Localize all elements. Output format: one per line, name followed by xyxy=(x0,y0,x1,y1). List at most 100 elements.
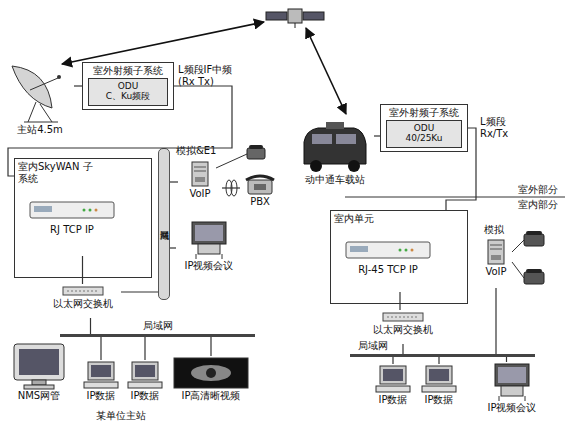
art-part xyxy=(24,385,54,389)
node-label: PBX xyxy=(250,196,270,207)
mon-icon xyxy=(6,342,72,390)
art-part xyxy=(387,317,417,318)
annotation-label: L频段IF中频 (Rx Tx) xyxy=(178,64,252,87)
node-label: RJ-45 TCP IP xyxy=(358,264,418,275)
ip-data-pc: IP数据 xyxy=(418,364,460,410)
art-part xyxy=(174,358,248,388)
pc-icon xyxy=(124,360,166,390)
art-part xyxy=(30,202,114,218)
sw-icon xyxy=(45,284,121,298)
art-part xyxy=(195,177,205,182)
art-part xyxy=(88,362,114,380)
node-label: VoIP xyxy=(485,266,506,277)
art-part xyxy=(195,225,223,241)
art-part xyxy=(249,145,263,149)
hd-video-screen: IP高清晰视频 xyxy=(170,356,252,406)
modem-device: RJ-45 TCP IP xyxy=(340,236,436,292)
art-part xyxy=(310,160,322,172)
pc-icon xyxy=(418,364,460,394)
vconf-icon xyxy=(479,362,545,402)
art-part xyxy=(194,167,206,168)
art-part xyxy=(231,180,237,196)
ip-data-pc: IP数据 xyxy=(124,360,166,406)
art-part xyxy=(192,222,226,244)
vconf-icon xyxy=(176,220,242,260)
art-part xyxy=(222,254,223,259)
annotation-label: 模拟&E1 xyxy=(176,145,236,157)
art-part xyxy=(194,171,206,172)
modem-icon xyxy=(24,196,120,224)
art-part xyxy=(348,160,360,172)
connector-line xyxy=(144,337,145,360)
art-part xyxy=(512,240,524,252)
connector-line xyxy=(402,344,403,354)
node-label: VoIP xyxy=(189,188,210,199)
art-part xyxy=(266,12,287,20)
art-part xyxy=(411,249,414,252)
ip-data-pc: IP数据 xyxy=(372,364,414,410)
connector-line xyxy=(222,187,240,188)
art-part xyxy=(192,162,208,186)
video-conference: IP视频会议 xyxy=(478,362,546,416)
satellite-link xyxy=(62,22,264,64)
pc-icon xyxy=(80,360,122,390)
art-part xyxy=(216,154,247,168)
art-part xyxy=(254,184,266,190)
connector-line xyxy=(74,85,82,86)
van-icon xyxy=(296,120,374,174)
phone-symbol xyxy=(512,231,544,284)
art-part xyxy=(198,244,220,254)
node-label: 以太网交换机 xyxy=(53,298,113,309)
art-part xyxy=(288,9,302,23)
art-part xyxy=(63,287,103,295)
art-part xyxy=(512,262,524,278)
art-part xyxy=(132,362,158,380)
art-part xyxy=(246,176,274,180)
dish-icon xyxy=(6,62,74,124)
art-part xyxy=(89,209,92,212)
connector-line xyxy=(399,292,400,310)
node-label: IP数据 xyxy=(87,390,116,401)
art-part xyxy=(91,365,111,377)
node-label: ODU xyxy=(414,124,435,134)
art-part xyxy=(491,255,501,260)
art-part xyxy=(83,209,86,212)
lan-bus: 局域网 xyxy=(350,354,535,357)
art-part xyxy=(30,78,58,90)
art-part xyxy=(405,249,408,252)
art-part xyxy=(350,246,368,252)
art-part xyxy=(526,231,542,235)
connector-line xyxy=(446,128,476,210)
art-part xyxy=(95,209,98,212)
voip-gateway: VoIP xyxy=(474,238,518,288)
art-part xyxy=(490,249,502,250)
art-part xyxy=(24,102,58,122)
node-label: 以太网交换机 xyxy=(373,324,433,335)
pbx-phone: PBX xyxy=(240,172,280,212)
node-label: IP数据 xyxy=(425,394,454,405)
art-part xyxy=(12,66,52,108)
art-part xyxy=(312,134,332,144)
art-part xyxy=(248,180,272,194)
connector-line xyxy=(100,337,101,360)
satellite-link xyxy=(306,28,346,114)
node-sublabel: 40/25Ku xyxy=(405,134,442,144)
art-part xyxy=(524,234,544,246)
art-part xyxy=(57,75,61,79)
nms-monitor: NMS网管 xyxy=(6,342,72,406)
node-label: IP视频会议 xyxy=(488,402,537,413)
art-part xyxy=(14,344,64,380)
connector-line xyxy=(506,357,507,362)
connector-line xyxy=(170,181,178,182)
connector-line xyxy=(82,256,83,284)
art-part xyxy=(495,364,529,386)
subsystem-box: 室外射频子系统ODUC、Ku频段 xyxy=(82,62,174,110)
ethernet-switch: 以太网交换机 xyxy=(364,310,442,344)
art-part xyxy=(336,134,356,144)
art-part xyxy=(346,242,430,258)
dish-antenna: 主站4.5m xyxy=(6,62,74,144)
phone-symbol xyxy=(216,145,265,168)
art-part xyxy=(380,366,406,384)
subsystem-box: 室内SkyWAN 子系统RJ TCP IP xyxy=(14,158,152,278)
